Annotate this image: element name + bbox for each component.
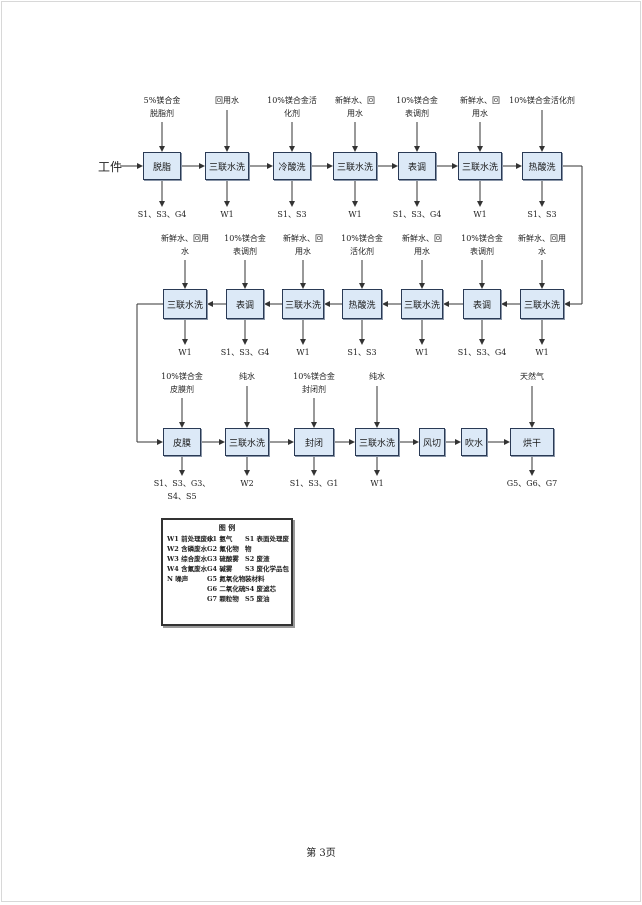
output-emission-label: S1、S3 [347, 348, 377, 357]
process-step-1-3: 冷酸洗 [273, 152, 311, 180]
process-step-2-7: 三联水洗 [520, 289, 564, 319]
page-number: 第 3页 [306, 848, 336, 859]
legend-title: 图 例 [218, 523, 236, 532]
process-step-1-7: 热酸洗 [522, 152, 562, 180]
legend-item: W2 含磷废水 [167, 545, 208, 553]
input-material-label: 10%镁合金 表调剂 [224, 234, 266, 256]
output-emission-label: W2 [240, 479, 254, 488]
legend-item: G4 碱雾 [207, 565, 233, 573]
input-material-label: 新鲜水、回用 水 [518, 234, 566, 256]
legend-item: G6 二氧化硫 [207, 585, 246, 593]
input-material-label: 纯水 [239, 372, 255, 381]
output-emission-label: G5、G6、G7 [506, 479, 558, 488]
input-material-label: 10%镁合金 封闭剂 [293, 372, 335, 394]
input-material-label: 10%镁合金 表调剂 [396, 96, 438, 118]
legend-item: N 噪声 [167, 575, 189, 583]
legend-item: W4 含氟废水 [167, 565, 208, 573]
process-step-1-2: 三联水洗 [205, 152, 249, 180]
legend-item: S1 表面处理废物 [245, 535, 289, 553]
output-emission-label: W1 [415, 348, 429, 357]
input-material-label: 10%镁合金活化剂 [509, 96, 575, 105]
legend-item: G7 颗粒物 [207, 595, 239, 603]
legend-column-solid: S1 表面处理废物 S2 废渣 S3 废化学品包装材料 S4 废滤芯 S5 废油 [245, 534, 291, 604]
legend-item: G5 氮氧化物 [207, 575, 246, 583]
process-step-1-1: 脱脂 [143, 152, 181, 180]
output-emission-label: W1 [178, 348, 192, 357]
output-emission-label: S1、S3 [277, 210, 307, 219]
process-step-2-5: 三联水洗 [401, 289, 443, 319]
process-step-2-2: 表调 [226, 289, 264, 319]
output-emission-label: S1、S3、G4 [220, 348, 270, 357]
legend-item: G2 氟化物 [207, 545, 239, 553]
process-step-2-3: 三联水洗 [282, 289, 324, 319]
input-material-label: 新鲜水、回 用水 [335, 96, 375, 118]
output-emission-label: S1、S3、G4 [392, 210, 442, 219]
process-step-1-6: 三联水洗 [458, 152, 502, 180]
input-material-label: 新鲜水、回 用水 [283, 234, 323, 256]
process-step-1-4: 三联水洗 [333, 152, 377, 180]
output-emission-label: S1、S3、G4 [457, 348, 507, 357]
process-step-3-2: 三联水洗 [225, 428, 269, 456]
output-emission-label: W1 [220, 210, 234, 219]
input-material-label: 回用水 [215, 96, 239, 105]
legend-item: S3 废化学品包装材料 [245, 565, 289, 583]
output-emission-label: S1、S3、G3、 S4、S5 [153, 479, 211, 501]
legend-column-wastewater: W1 前处理废水 W2 含磷废水 W3 综合废水 W4 含氟废水 N 噪声 [167, 534, 214, 584]
legend-item: S5 废油 [245, 595, 270, 603]
process-step-3-4: 三联水洗 [355, 428, 399, 456]
legend-item: W3 综合废水 [167, 555, 208, 563]
output-emission-label: S1、S3、G1 [289, 479, 339, 488]
process-step-3-5: 风切 [419, 428, 445, 456]
start-label-workpiece: 工件 [98, 160, 123, 174]
output-emission-label: W1 [473, 210, 487, 219]
input-material-label: 纯水 [369, 372, 385, 381]
input-material-label: 新鲜水、回用 水 [161, 234, 209, 256]
input-material-label: 10%镁合金 表调剂 [461, 234, 503, 256]
input-material-label: 10%镁合金活 化剂 [267, 96, 317, 118]
process-step-2-4: 热酸洗 [342, 289, 382, 319]
legend-item: W1 前处理废水 [167, 535, 214, 543]
output-emission-label: W1 [535, 348, 549, 357]
input-material-label: 5%镁合金 脱脂剂 [143, 96, 181, 118]
process-step-2-6: 表调 [463, 289, 501, 319]
output-emission-label: S1、S3 [527, 210, 557, 219]
output-emission-label: W1 [370, 479, 384, 488]
legend-column-gas: G1 氨气 G2 氟化物 G3 硫酸雾 G4 碱雾 G5 氮氧化物 G6 二氧化硫 G7 颗… [207, 534, 245, 604]
process-step-3-1: 皮膜 [163, 428, 201, 456]
legend-item: G1 氨气 [207, 535, 233, 543]
output-emission-label: W1 [296, 348, 310, 357]
process-step-1-5: 表调 [398, 152, 436, 180]
process-step-2-1: 三联水洗 [163, 289, 207, 319]
legend-item: S2 废渣 [245, 555, 270, 563]
legend-item: G3 硫酸雾 [207, 555, 239, 563]
legend-item: S4 废滤芯 [245, 585, 276, 593]
output-emission-label: S1、S3、G4 [137, 210, 187, 219]
output-emission-label: W1 [348, 210, 362, 219]
input-material-label: 10%镁合金 活化剂 [341, 234, 383, 256]
process-step-3-7: 烘干 [510, 428, 554, 456]
process-step-3-3: 封闭 [294, 428, 334, 456]
input-material-label: 新鲜水、回 用水 [402, 234, 442, 256]
process-step-3-6: 吹水 [461, 428, 487, 456]
input-material-label: 新鲜水、回 用水 [460, 96, 500, 118]
input-material-label: 天然气 [520, 372, 544, 381]
input-material-label: 10%镁合金 皮膜剂 [161, 372, 203, 394]
legend-box: 图 例 W1 前处理废水 W2 含磷废水 W3 综合废水 W4 含氟废水 N 噪声 G1… [161, 518, 293, 626]
